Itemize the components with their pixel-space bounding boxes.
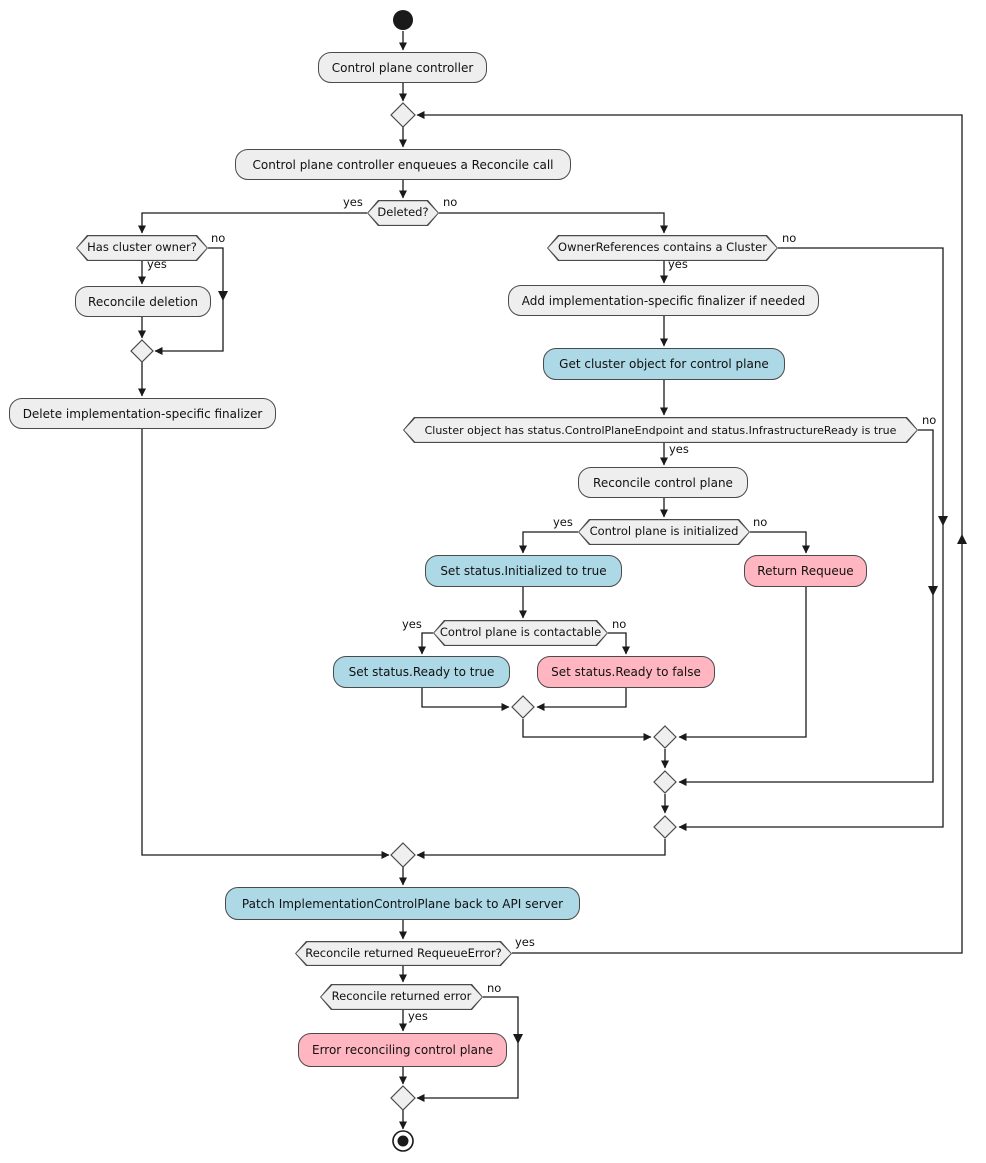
node-enqueue-reconcile: Control plane controller enqueues a Reco…: [235, 149, 571, 180]
merge-diamond-top: [390, 102, 416, 128]
node-label: Get cluster object for control plane: [559, 357, 769, 371]
node-label: OwnerReferences contains a Cluster: [558, 240, 767, 255]
edge-label-contactable-yes: yes: [402, 617, 422, 631]
node-label: Set status.Ready to true: [348, 665, 495, 679]
node-label: Patch ImplementationControlPlane back to…: [241, 896, 564, 911]
edge-label-ownerrefs-no: no: [782, 231, 797, 245]
edge-ownerrefs-no: [678, 247, 944, 831]
merge-diamond-clusterready: [653, 770, 677, 794]
node-label: Add implementation-specific finalizer if…: [521, 293, 806, 308]
edge-contactable-no: [608, 632, 630, 655]
decision-deleted: Deleted?: [367, 200, 439, 226]
edge-label-hasowner-no: no: [211, 231, 226, 245]
decision-cluster-ready: Cluster object has status.ControlPlaneEn…: [403, 417, 918, 443]
node-label: Reconcile returned RequeueError?: [305, 945, 502, 960]
node-patch-back-to-api: Patch ImplementationControlPlane back to…: [225, 887, 580, 920]
node-label: Reconcile control plane: [593, 475, 733, 490]
node-label: Error reconciling control plane: [311, 1043, 493, 1057]
edge-deleted-no: [439, 212, 668, 234]
merge-diamond-bottom: [390, 842, 416, 868]
hexagon-shape: [321, 985, 482, 1009]
node-set-ready-true: Set status.Ready to true: [333, 656, 510, 688]
decision-returned-error: Reconcile returned error: [320, 984, 483, 1010]
edge-label-returnederror-no: no: [487, 981, 502, 995]
edge-clusterready-no: [678, 429, 934, 786]
edge-label-contactable-no: no: [612, 617, 627, 631]
start-node: [393, 10, 413, 30]
node-label: Set status.Initialized to true: [440, 564, 607, 578]
edge-label-clusterready-no: no: [922, 413, 937, 427]
edge-label-hasowner-yes: yes: [147, 257, 167, 271]
edge-initialized-yes: [519, 531, 578, 554]
merge-diamond-initialized: [653, 725, 677, 749]
node-label: Return Requeue: [757, 564, 854, 578]
node-label: Control plane is contactable: [439, 625, 602, 640]
node-delete-finalizer: Delete implementation-specific finalizer: [9, 398, 276, 429]
decision-ownerreferences: OwnerReferences contains a Cluster: [547, 235, 778, 261]
edge-contactable-yes: [418, 632, 433, 655]
node-return-requeue: Return Requeue: [744, 555, 867, 587]
edge-readyfalse-to-merge: [536, 688, 627, 711]
node-label: Reconcile returned error: [331, 989, 472, 1004]
mid-arrow-down: [513, 1034, 523, 1044]
node-add-finalizer: Add implementation-specific finalizer if…: [508, 285, 819, 316]
mid-arrow-down: [218, 291, 228, 301]
node-reconcile-control-plane: Reconcile control plane: [578, 467, 748, 498]
edge-label-clusterready-yes: yes: [669, 442, 689, 456]
mid-arrow-down: [928, 586, 938, 596]
edge-label-initialized-yes: yes: [553, 515, 573, 529]
edge-returnederror-no: [416, 996, 519, 1102]
mid-arrow-up: [957, 534, 967, 544]
node-set-ready-false: Set status.Ready to false: [537, 656, 715, 688]
node-label: Control plane controller enqueues a Reco…: [252, 157, 554, 172]
node-label: Has cluster owner?: [87, 240, 197, 255]
edge-readytrue-to-merge: [421, 688, 510, 711]
edge-deletefinalizer-to-bottom-merge: [141, 429, 390, 859]
decision-has-cluster-owner: Has cluster owner?: [76, 235, 208, 261]
hexagon-shape: [296, 942, 511, 965]
merge-diamond-ready: [511, 695, 535, 719]
node-label: Delete implementation-specific finalizer: [22, 406, 263, 421]
edge-label-returnederror-yes: yes: [408, 1009, 428, 1023]
end-node-dot: [397, 1135, 409, 1147]
mid-arrow-down: [938, 516, 948, 526]
node-reconcile-deletion: Reconcile deletion: [75, 286, 211, 317]
node-error-reconciling: Error reconciling control plane: [298, 1033, 507, 1067]
decision-cp-contactable: Control plane is contactable: [433, 620, 608, 646]
edge-label-deleted-yes: yes: [343, 195, 363, 209]
edge-requeue-to-initmerge: [678, 587, 807, 741]
edge-ownermerge-to-bottom-merge: [416, 839, 666, 859]
hexagon-shape: [434, 621, 607, 645]
merge-diamond-ownerrefs: [653, 815, 677, 839]
hexagon-shape: [368, 201, 438, 225]
hexagon-shape: [548, 236, 777, 260]
node-label: Control plane is initialized: [589, 524, 739, 539]
edge-readymerge-to-initmerge: [522, 719, 652, 741]
decision-cp-initialized: Control plane is initialized: [578, 519, 750, 545]
merge-diamond-deletion: [130, 339, 154, 363]
edge-initialized-no: [750, 531, 810, 554]
node-set-initialized-true: Set status.Initialized to true: [425, 555, 622, 587]
decision-requeue-error: Reconcile returned RequeueError?: [295, 941, 512, 966]
node-label: Reconcile deletion: [88, 294, 198, 309]
edge-label-deleted-no: no: [443, 195, 458, 209]
edge-deleted-yes: [138, 212, 367, 234]
hexagon-shape: [579, 520, 749, 544]
node-label: Set status.Ready to false: [551, 665, 701, 679]
edge-label-requeueerror-yes: yes: [515, 935, 535, 949]
edge-label-initialized-no: no: [753, 515, 768, 529]
node-label: Control plane controller: [331, 60, 474, 75]
node-get-cluster-object: Get cluster object for control plane: [543, 348, 785, 380]
node-label: Cluster object has status.ControlPlaneEn…: [424, 423, 897, 437]
merge-diamond-error: [390, 1085, 416, 1111]
edge-label-ownerrefs-yes: yes: [668, 257, 688, 271]
hexagon-shape: [404, 418, 917, 442]
node-control-plane-controller: Control plane controller: [318, 52, 487, 83]
node-label: Deleted?: [377, 205, 429, 220]
hexagon-shape: [77, 236, 207, 260]
